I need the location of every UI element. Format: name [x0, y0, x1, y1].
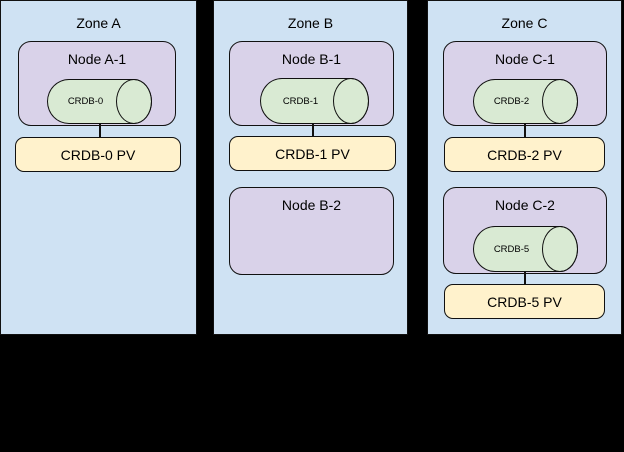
crdb-5-pv-box: CRDB-5 PV [444, 284, 605, 319]
node-b-2-label: Node B-2 [281, 197, 342, 213]
crdb-5-label: CRDB-5 [493, 243, 530, 255]
zone-b-label: Zone B [287, 15, 334, 31]
connector-crdb-0-to-pv [99, 123, 101, 137]
crdb-0-database-cylinder: CRDB-0 [47, 79, 152, 124]
node-c-1: Node C-1 CRDB-2 [443, 41, 607, 126]
crdb-2-database-cylinder: CRDB-2 [473, 79, 578, 124]
node-a-1-label: Node A-1 [67, 51, 127, 67]
crdb-1-pv-label: CRDB-1 PV [275, 145, 350, 162]
zone-a: Zone A Node A-1 CRDB-0 CRDB-0 PV [0, 0, 197, 335]
zone-b: Zone B Node B-1 CRDB-1 CRDB-1 PV Node B-… [213, 0, 408, 335]
node-b-2: Node B-2 [229, 187, 394, 275]
cylinder-end-ellipse [542, 79, 578, 124]
crdb-2-pv-label: CRDB-2 PV [487, 146, 562, 163]
connector-crdb-2-to-pv [524, 123, 526, 137]
node-a-1: Node A-1 CRDB-0 [18, 41, 176, 126]
crdb-1-database-cylinder: CRDB-1 [260, 78, 369, 124]
zone-c-label: Zone C [501, 15, 548, 31]
zone-c: Zone C Node C-1 CRDB-2 CRDB-2 PV Node C-… [427, 0, 622, 335]
connector-crdb-5-to-pv [524, 271, 526, 284]
node-b-1: Node B-1 CRDB-1 [229, 41, 394, 126]
crdb-5-pv-label: CRDB-5 PV [487, 293, 562, 310]
node-c-1-label: Node C-1 [495, 51, 555, 67]
cylinder-end-ellipse [542, 226, 578, 272]
crdb-0-label: CRDB-0 [67, 96, 104, 107]
crdb-1-pv-box: CRDB-1 PV [229, 136, 396, 171]
crdb-5-database-cylinder: CRDB-5 [473, 226, 578, 272]
cylinder-end-ellipse [116, 79, 152, 124]
crdb-1-label: CRDB-1 [282, 95, 319, 107]
crdb-0-pv-box: CRDB-0 PV [15, 137, 181, 172]
connector-crdb-1-to-pv [312, 123, 314, 136]
crdb-2-label: CRDB-2 [493, 96, 530, 107]
cylinder-end-ellipse [333, 78, 369, 124]
crdb-2-pv-box: CRDB-2 PV [444, 137, 605, 172]
node-c-2: Node C-2 CRDB-5 [443, 187, 607, 274]
node-b-1-label: Node B-1 [281, 51, 342, 67]
node-c-2-label: Node C-2 [495, 197, 555, 213]
zone-a-label: Zone A [76, 15, 121, 31]
crdb-0-pv-label: CRDB-0 PV [60, 146, 136, 163]
